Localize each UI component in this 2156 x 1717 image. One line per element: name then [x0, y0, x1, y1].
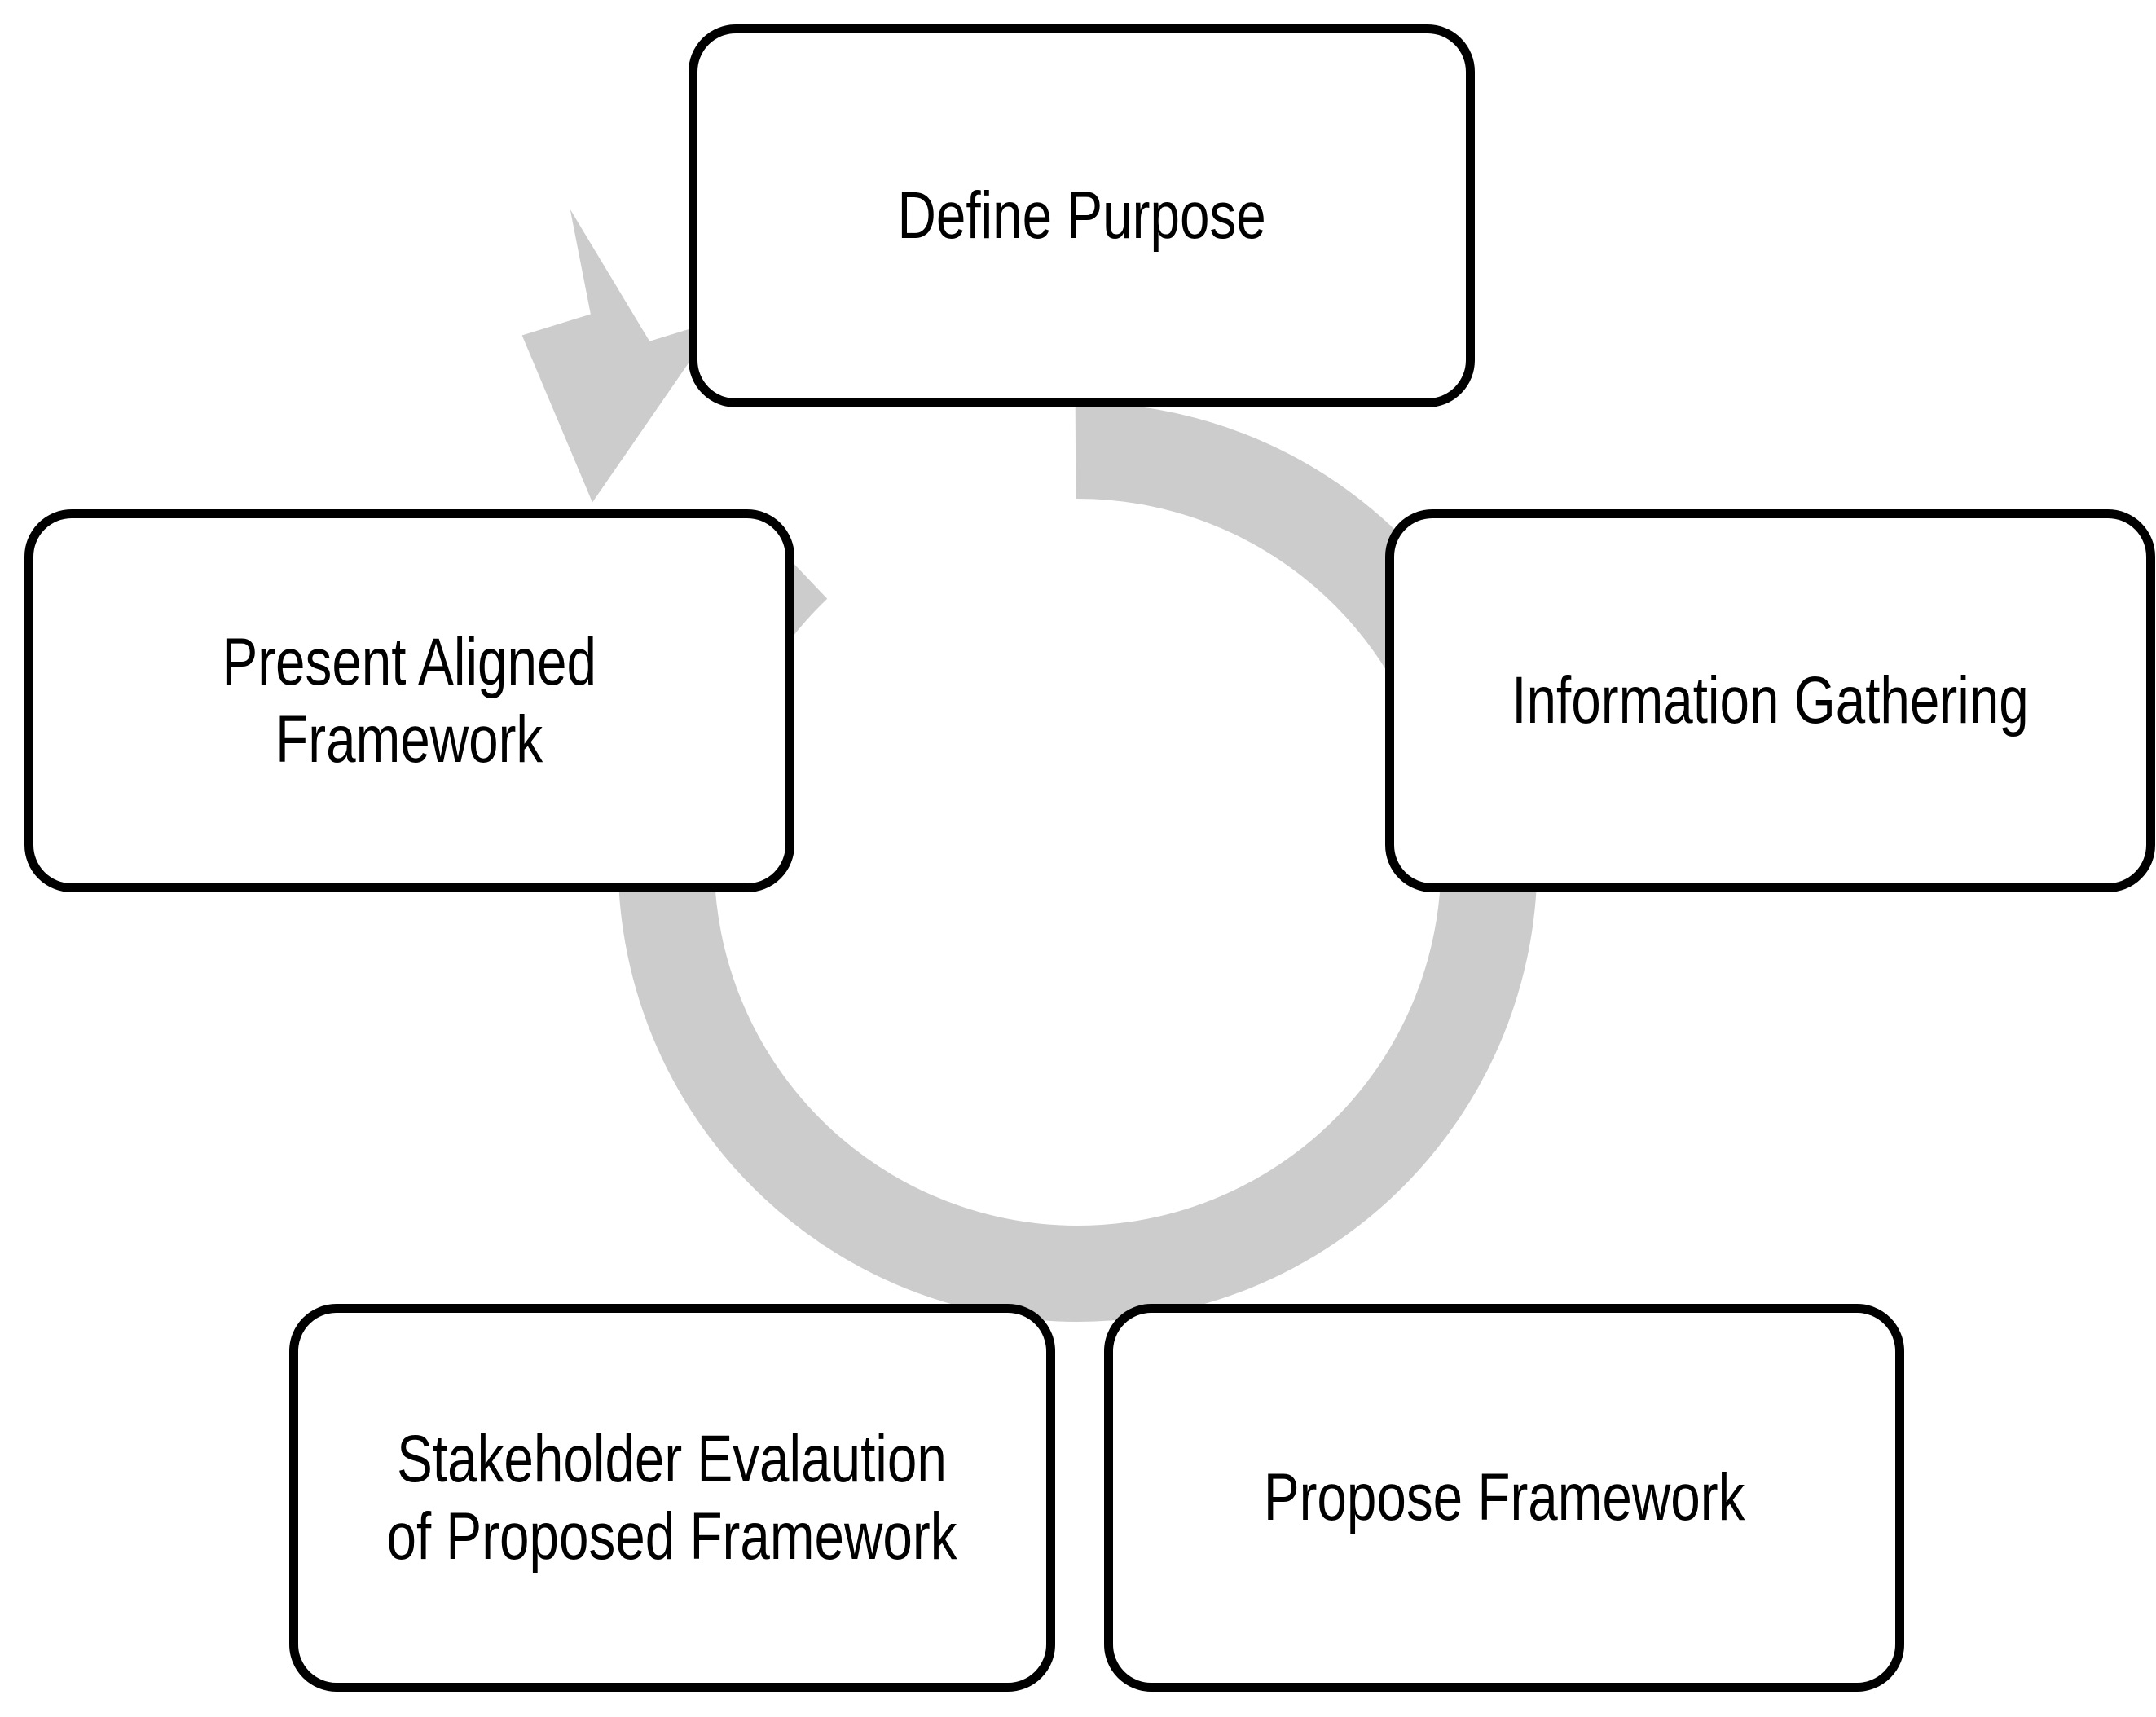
cycle-node-label: Define Purpose — [897, 178, 1266, 253]
cycle-node-propose-framework[interactable]: Propose Framework — [1104, 1304, 1904, 1692]
cycle-node-label: Propose Framework — [1263, 1460, 1745, 1535]
ring-arrowhead — [521, 209, 719, 503]
cycle-node-stakeholder-evaluation[interactable]: Stakeholder Evalaution of Proposed Frame… — [289, 1304, 1055, 1692]
cycle-node-label: Stakeholder Evalaution of Proposed Frame… — [386, 1421, 957, 1574]
cycle-node-label: Information Gathering — [1511, 663, 2029, 738]
cycle-node-present-aligned-framework[interactable]: Present Aligned Framework — [24, 509, 794, 892]
cycle-node-define-purpose[interactable]: Define Purpose — [689, 24, 1475, 407]
cycle-node-label: Present Aligned Framework — [222, 624, 597, 777]
cycle-node-information-gathering[interactable]: Information Gathering — [1385, 509, 2155, 892]
